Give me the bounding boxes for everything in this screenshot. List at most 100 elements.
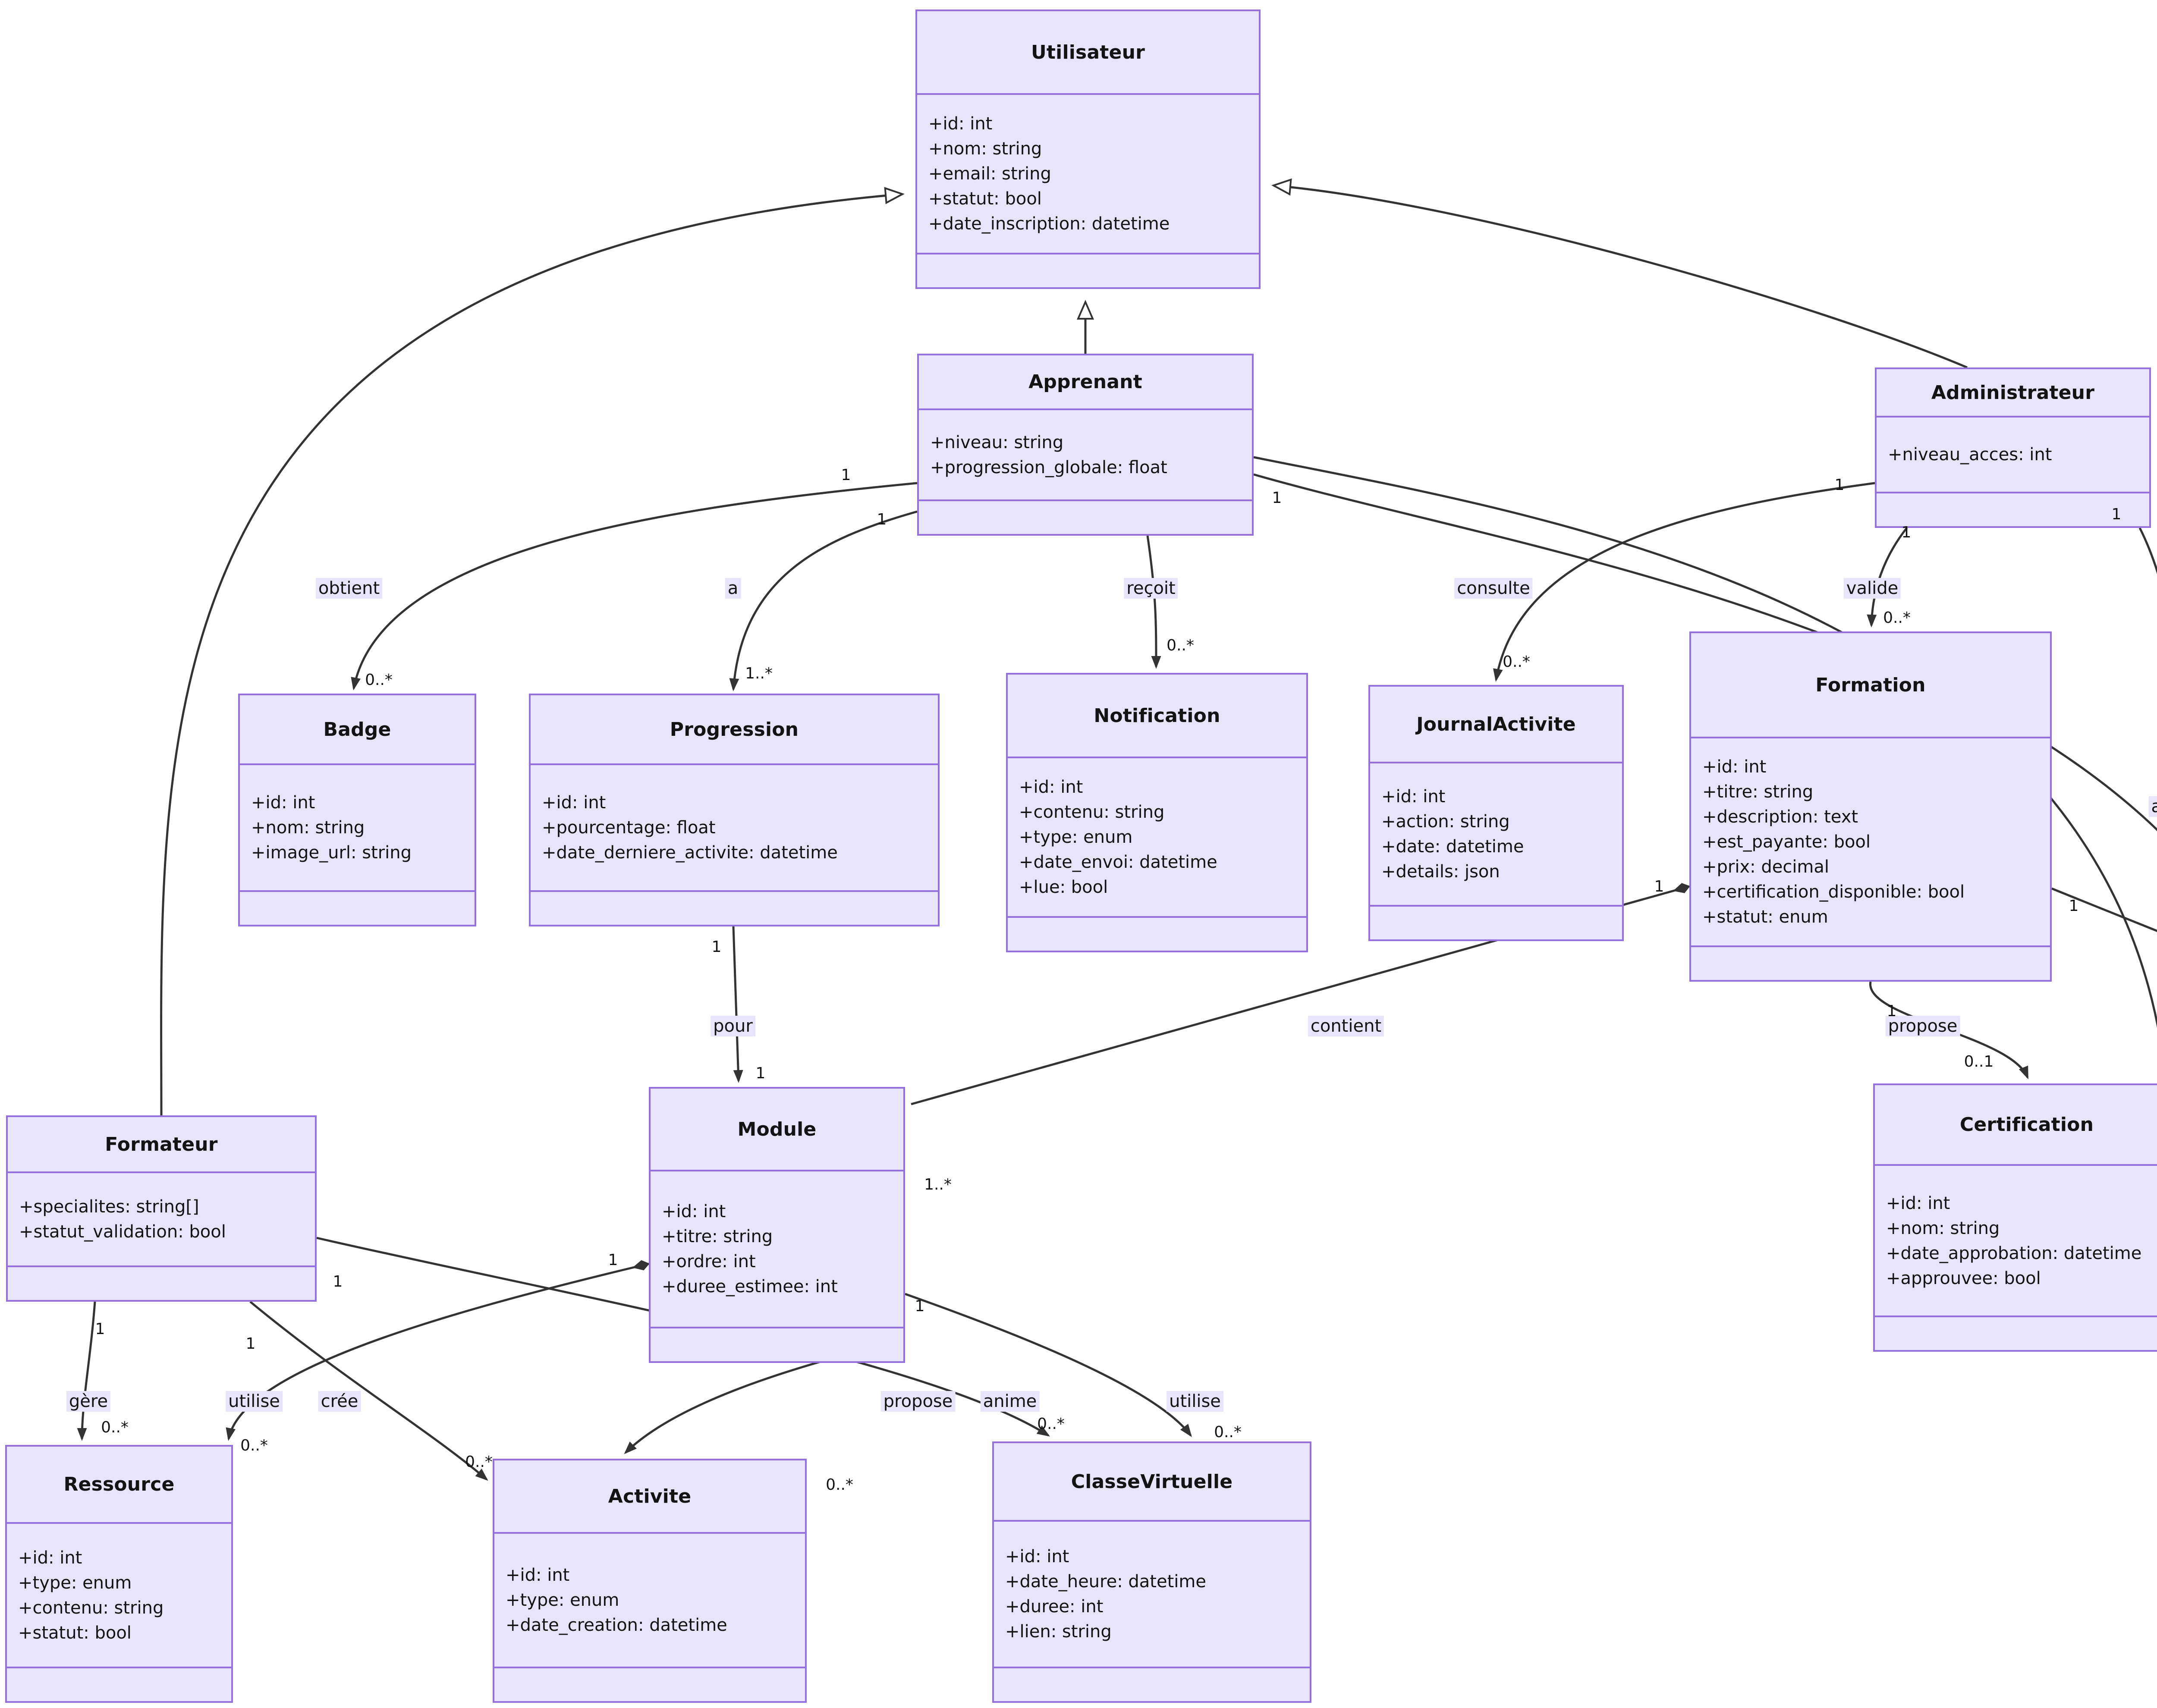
- multiplicity-label: 0..*: [465, 1453, 493, 1471]
- multiplicity-label: 1: [1901, 524, 1912, 541]
- class-title-formation: Formation: [1815, 674, 1926, 696]
- class-attribute: +date_creation: datetime: [506, 1615, 727, 1635]
- relationship-label: utilise: [226, 1391, 283, 1412]
- class-attributes-formation: +id: int+titre: string+description: text…: [1691, 738, 2050, 947]
- class-attribute: +statut: enum: [1702, 907, 1828, 927]
- multiplicity-label: 1: [755, 1064, 766, 1082]
- class-header-apprenant: Apprenant: [919, 355, 1252, 410]
- class-methods-progression: [531, 892, 938, 925]
- class-box-administrateur[interactable]: Administrateur +niveau_acces: int: [1875, 367, 2151, 528]
- class-title-administrateur: Administrateur: [1931, 381, 2095, 404]
- edge-inheritance-formateur: [160, 194, 902, 1116]
- class-box-ressource[interactable]: Ressource +id: int+type: enum+contenu: st…: [5, 1445, 233, 1703]
- class-attributes-activite: +id: int +type: enum +date_creation: datet…: [494, 1534, 805, 1668]
- class-attributes-administrateur: +niveau_acces: int: [1877, 418, 2149, 493]
- relationship-label: obtient: [315, 578, 383, 599]
- class-box-journalactivite[interactable]: JournalActivite+id: int+action: string+d…: [1368, 685, 1624, 941]
- class-box-badge[interactable]: Badge+id: int+nom: string+image_url: str…: [238, 694, 476, 926]
- multiplicity-label: 1: [1887, 1002, 1897, 1020]
- multiplicity-label: 1: [2111, 505, 2122, 523]
- multiplicity-label: 1: [877, 511, 887, 528]
- class-box-formation[interactable]: Formation+id: int+titre: string+descript…: [1689, 631, 2052, 982]
- class-title-classevirtuelle: ClasseVirtuelle: [1071, 1470, 1233, 1493]
- class-methods-certification: [1875, 1317, 2157, 1350]
- class-attributes-module: +id: int+titre: string+ordre: int+duree_…: [651, 1171, 903, 1328]
- class-header-badge: Badge: [240, 695, 475, 765]
- class-attribute: +id: int: [1019, 777, 1083, 797]
- edge-module-classevirtuelle: [905, 1293, 1192, 1437]
- class-header-journalactivite: JournalActivite: [1370, 687, 1622, 763]
- class-attribute: +id: int: [1702, 757, 1767, 777]
- relationship-label: propose: [1885, 1016, 1960, 1036]
- class-box-module[interactable]: Module+id: int+titre: string+ordre: int+…: [649, 1087, 905, 1363]
- relationship-label: reçoit: [1124, 578, 1178, 599]
- class-box-classevirtuelle[interactable]: ClasseVirtuelle +id: int+date_heure: date…: [992, 1441, 1311, 1703]
- class-box-utilisateur[interactable]: Utilisateur+id: int+nom: string+email: s…: [915, 9, 1261, 289]
- class-attributes-utilisateur: +id: int+nom: string+email: string+statu…: [917, 95, 1259, 254]
- class-attribute: +image_url: string: [251, 843, 412, 863]
- class-attribute: +prix: decimal: [1702, 857, 1830, 877]
- class-attribute: +contenu: string: [1019, 802, 1165, 822]
- class-attribute: +titre: string: [662, 1227, 773, 1246]
- class-header-administrateur: Administrateur: [1877, 369, 2149, 418]
- class-title-ressource: Ressource: [63, 1473, 175, 1495]
- class-methods-formateur: [8, 1267, 315, 1300]
- relationship-label: approuve: [2148, 796, 2157, 817]
- class-attribute: +date_derniere_activite: datetime: [542, 843, 838, 863]
- class-box-notification[interactable]: Notification+id: int+contenu: string+typ…: [1006, 673, 1308, 952]
- class-attribute: +id: int: [251, 793, 315, 813]
- class-header-ressource: Ressource: [7, 1447, 231, 1524]
- class-methods-administrateur: [1877, 493, 2149, 526]
- class-attribute: +pourcentage: float: [542, 818, 716, 838]
- class-methods-apprenant: [919, 501, 1252, 534]
- relationship-label: crée: [318, 1391, 361, 1412]
- class-header-module: Module: [651, 1089, 903, 1171]
- class-attributes-ressource: +id: int+type: enum+contenu: string+stat…: [7, 1524, 231, 1668]
- multiplicity-label: 0..*: [1167, 637, 1194, 654]
- class-attribute: +niveau: string: [930, 432, 1064, 452]
- class-box-activite[interactable]: Activite +id: int +type: enum +date_creatio…: [493, 1459, 807, 1703]
- class-attributes-classevirtuelle: +id: int+date_heure: datetime+duree: int…: [994, 1522, 1310, 1668]
- class-header-formation: Formation: [1691, 633, 2050, 738]
- class-box-formateur[interactable]: Formateur+specialites: string[]+statut_v…: [6, 1115, 317, 1302]
- class-attribute: +id: int: [1381, 787, 1446, 807]
- class-attribute: +niveau_acces: int: [1888, 445, 2052, 465]
- class-methods-journalactivite: [1370, 907, 1622, 939]
- class-attribute: +ordre: int: [662, 1252, 756, 1272]
- relationship-label: consulte: [1454, 578, 1533, 599]
- class-attribute: +progression_globale: float: [930, 457, 1167, 477]
- edge-requiert: [2051, 887, 2157, 932]
- class-attribute: +statut: bool: [18, 1623, 132, 1643]
- multiplicity-label: 0..*: [1503, 653, 1530, 671]
- class-attribute: +date_envoi: datetime: [1019, 852, 1217, 872]
- class-attribute: +lue: bool: [1019, 877, 1108, 897]
- class-box-certification[interactable]: Certification+id: int+nom: string+date_a…: [1873, 1083, 2157, 1352]
- multiplicity-label: 0..*: [101, 1419, 129, 1436]
- class-attribute: +id: int: [506, 1565, 570, 1585]
- multiplicity-label: 1: [608, 1251, 618, 1269]
- class-header-notification: Notification: [1008, 675, 1306, 758]
- class-box-progression[interactable]: Progression+id: int+pourcentage: float+d…: [529, 694, 940, 926]
- relationship-label: propose: [880, 1391, 956, 1412]
- class-attribute: +duree: int: [1005, 1597, 1104, 1617]
- class-attribute: +id: int: [662, 1202, 726, 1221]
- class-attribute: +type: enum: [506, 1590, 619, 1610]
- multiplicity-label: 1: [333, 1273, 343, 1290]
- relationship-label: pour: [711, 1016, 755, 1036]
- relationship-label: utilise: [1167, 1391, 1223, 1412]
- class-attributes-apprenant: +niveau: string +progression_globale: flo…: [919, 410, 1252, 501]
- edge-obtient: [351, 482, 918, 691]
- class-methods-formation: [1691, 947, 2050, 980]
- class-methods-notification: [1008, 918, 1306, 951]
- class-title-certification: Certification: [1959, 1114, 2094, 1136]
- class-title-apprenant: Apprenant: [1028, 371, 1142, 393]
- multiplicity-label: 1: [1272, 489, 1282, 507]
- edge-inheritance-administrateur: [1273, 185, 1968, 369]
- edge-recoit: [1146, 535, 1161, 669]
- class-title-activite: Activite: [608, 1485, 692, 1507]
- class-attributes-formateur: +specialites: string[]+statut_validation…: [8, 1173, 315, 1267]
- class-attribute: +titre: string: [1702, 782, 1814, 802]
- class-box-apprenant[interactable]: Apprenant +niveau: string +progression_glo…: [917, 354, 1254, 536]
- class-attribute: +type: enum: [18, 1573, 132, 1593]
- multiplicity-label: 0..*: [1037, 1415, 1065, 1433]
